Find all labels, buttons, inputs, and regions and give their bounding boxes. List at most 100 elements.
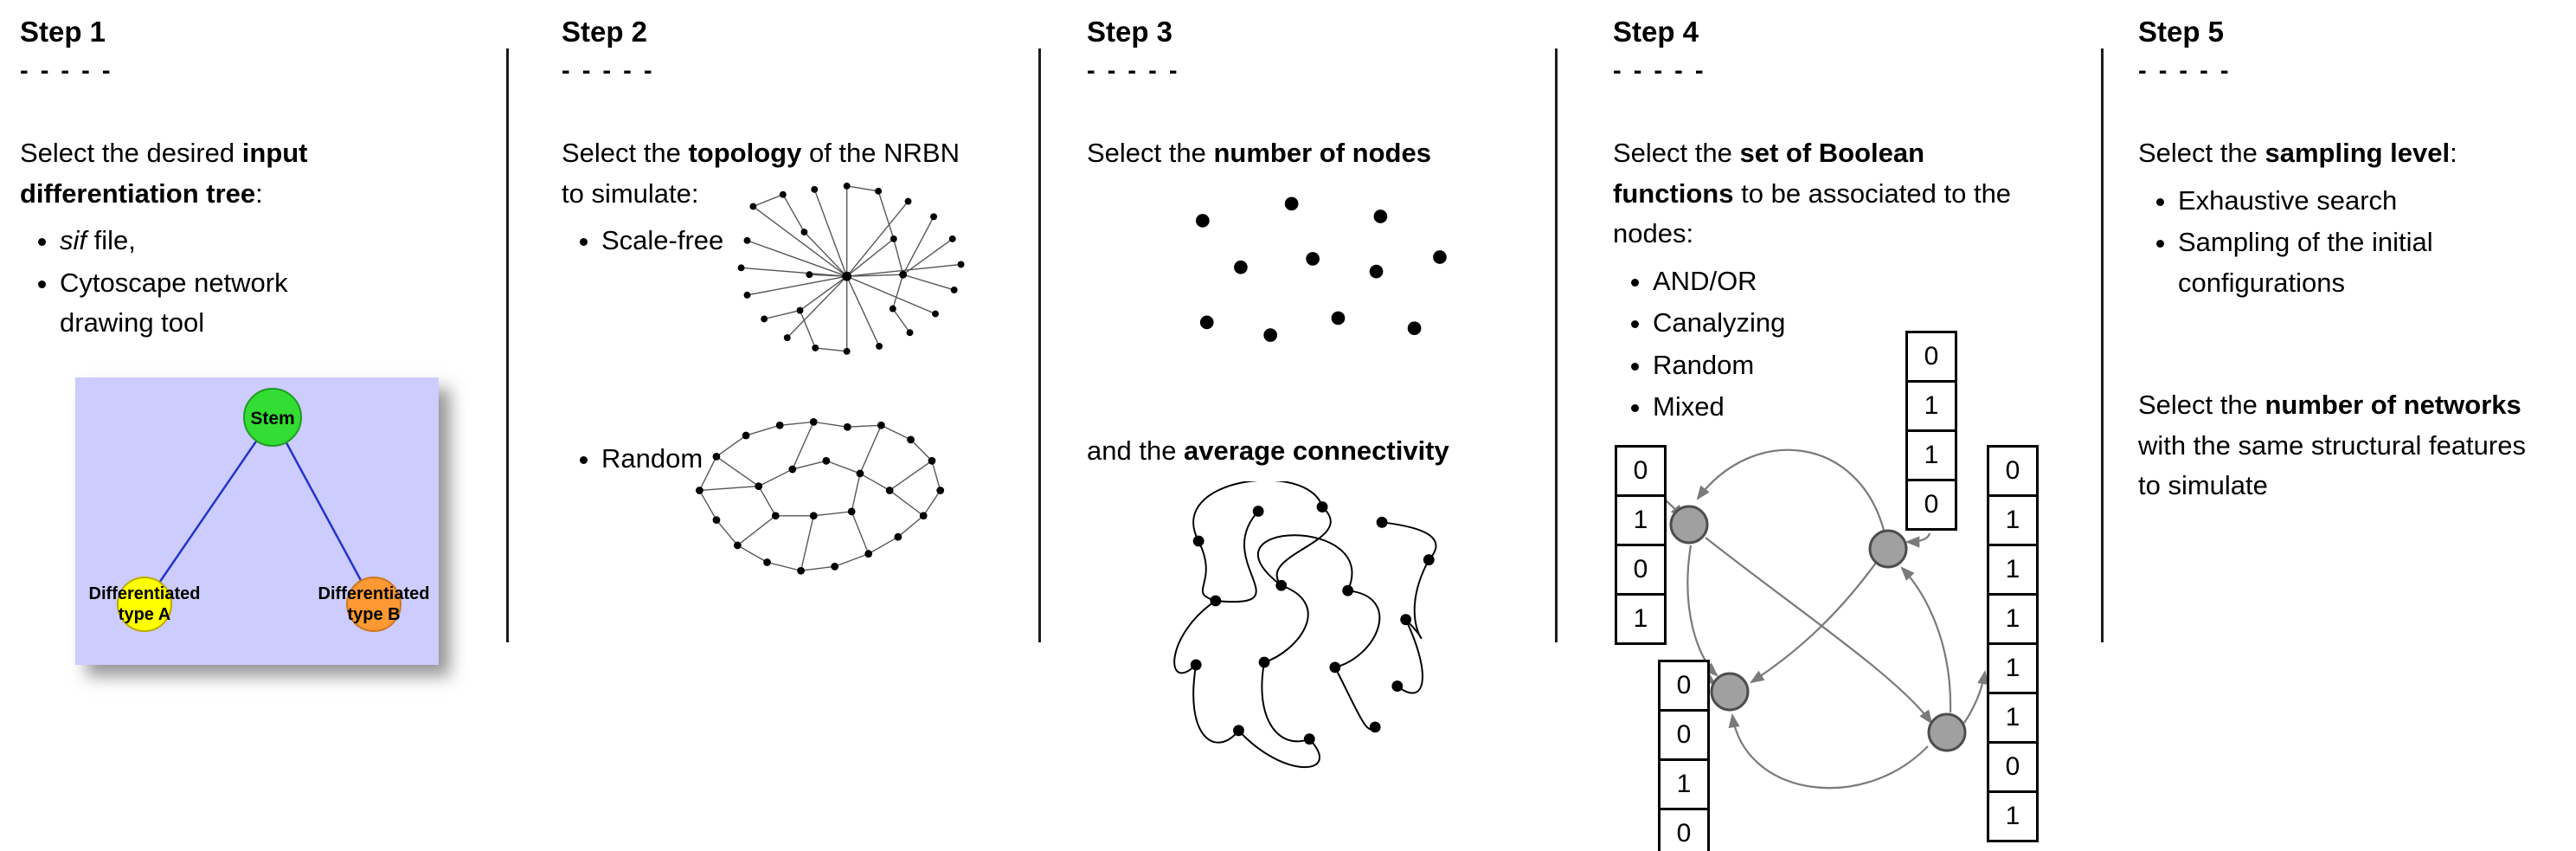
truth-table-cell: 0: [1905, 331, 1957, 383]
type-b-label-line2: type B: [347, 605, 400, 624]
connectivity-network-image: [1173, 481, 1437, 769]
intro-text: and the: [1087, 435, 1185, 466]
step-5-panel: Step 5 - - - - - Select the sampling lev…: [2138, 0, 2566, 851]
bullet-label: Random: [1653, 349, 1755, 380]
truth-table-cell: 1: [1987, 642, 2039, 694]
bullet-sif-file: sif file,: [60, 221, 328, 261]
step-1-intro: Select the desired input differentiation…: [20, 133, 470, 214]
step-2-intro: Select the topology of the NRBN to simul…: [562, 133, 977, 214]
scattered-nodes-image: [1196, 197, 1447, 342]
step-4-panel: Step 4 - - - - - Select the set of Boole…: [1613, 0, 2087, 851]
step-3-intro: Select the number of nodes: [1087, 133, 1550, 174]
intro-text: Select the: [2138, 138, 2265, 168]
intro-bold-text: number of networks: [2264, 390, 2521, 420]
bullet-cytoscape: Cytoscape network drawing tool: [60, 263, 328, 344]
intro-text: :: [2450, 138, 2457, 168]
network-nodes: [696, 417, 945, 575]
step-1-title: Step 1: [20, 16, 106, 48]
type-a-node: [117, 577, 172, 632]
dashed-separator: - - - - -: [20, 57, 113, 85]
gene-node: [1868, 529, 1908, 569]
step-1-panel: Step 1 - - - - - Select the desired inpu…: [20, 0, 491, 851]
stem-label: Stem: [250, 409, 294, 429]
bullet-mixed: Mixed: [1653, 387, 2087, 428]
step-5-networks-text: Select the number of networks with the s…: [2138, 385, 2545, 506]
intro-text: Select the: [1613, 138, 1740, 168]
bullet-label: Random: [601, 442, 703, 474]
network-edges: [698, 421, 941, 571]
intro-bold-text: average connectivity: [1184, 435, 1449, 466]
gene-node: [1669, 505, 1709, 545]
truth-table-cell: 1: [1987, 692, 2039, 744]
scale-free-network-image: [737, 182, 965, 355]
truth-table-cell: 1: [1615, 593, 1667, 645]
truth-table-cell: 0: [1615, 544, 1667, 596]
intro-text: Select the desired: [20, 138, 242, 168]
network-edges: [741, 185, 961, 352]
hub-node: [842, 271, 852, 281]
intro-text: Select the: [1087, 138, 1214, 168]
bullet-random: Random: [601, 439, 1020, 480]
bullet-label: Mixed: [1653, 391, 1725, 422]
truth-table-cell: 1: [1987, 790, 2039, 842]
step-4-title: Step 4: [1613, 16, 1699, 48]
bullet-sampling: Sampling of the initial configurations: [2178, 222, 2510, 303]
column-divider: [1555, 48, 1558, 642]
dashed-separator: - - - - -: [1087, 57, 1180, 85]
truth-table-cell: 1: [1658, 758, 1710, 810]
step-5-title: Step 5: [2138, 16, 2225, 48]
tree-edge-b: [271, 416, 376, 605]
gene-node: [1710, 672, 1750, 712]
type-a-label-line1: Differentiated: [89, 584, 201, 603]
step-2-title: Step 2: [562, 16, 648, 48]
step-3-panel: Step 3 - - - - - Select the number of no…: [1087, 0, 1550, 851]
truth-table-cell: 0: [1987, 445, 2039, 497]
sif-italic: sif: [60, 225, 87, 255]
network-nodes: [737, 182, 965, 355]
bullet-canalyzing: Canalyzing: [1653, 303, 2087, 344]
boolean-network-svg: [1665, 448, 1989, 790]
truth-table-cell: 0: [1658, 709, 1710, 761]
intro-text: of the NRBN to simulate:: [562, 138, 960, 209]
truth-table-left: 0 1 0 1: [1615, 445, 1667, 645]
truth-table-cell: 1: [1905, 380, 1957, 432]
truth-table-right: 0 1 1 1 1 1 0 1: [1987, 445, 2039, 842]
bullet-and-or: AND/OR: [1653, 261, 2087, 302]
dashed-separator: - - - - -: [1613, 57, 1706, 85]
step-3-connectivity-text: and the average connectivity: [1087, 431, 1449, 472]
truth-table-top: 0 1 1 0: [1905, 331, 1957, 531]
dashed-separator: - - - - -: [2138, 57, 2232, 85]
column-divider: [506, 48, 509, 642]
step-5-bullet-list: Exhaustive search Sampling of the initia…: [2138, 181, 2510, 304]
sif-rest: file,: [87, 225, 136, 255]
intro-text: Select the: [2138, 390, 2265, 420]
step-4-intro: Select the set of Boolean functions to b…: [1613, 133, 2020, 255]
step-2-bullet-list: Scale-free Random: [562, 221, 1020, 479]
bullet-random: Random: [1653, 345, 2087, 386]
bullet-label: AND/OR: [1653, 265, 1757, 296]
truth-table-cell: 0: [1987, 741, 2039, 793]
bullet-label: Cytoscape network drawing tool: [60, 267, 288, 338]
bullet-label: Canalyzing: [1653, 307, 1786, 338]
bullet-exhaustive-search: Exhaustive search: [2178, 181, 2510, 222]
node-dots: [1196, 197, 1447, 342]
tree-edge-a: [143, 416, 274, 605]
step-5-intro: Select the sampling level:: [2138, 133, 2566, 174]
step-2-panel: Step 2 - - - - - Select the topology of …: [562, 0, 1020, 851]
intro-bold-text: topology: [688, 138, 802, 168]
intro-text: Select the: [562, 138, 689, 168]
step-1-bullet-list: sif file, Cytoscape network drawing tool: [20, 221, 328, 344]
intro-text: :: [255, 177, 263, 209]
bullet-label: Sampling of the initial configurations: [2178, 227, 2433, 298]
gene-node: [1927, 712, 1967, 752]
truth-table-cell: 1: [1987, 494, 2039, 546]
node-dots: [1190, 501, 1435, 745]
intro-text: with the same structural features to sim…: [2138, 429, 2526, 501]
intro-bold-text: sampling level: [2264, 138, 2451, 168]
differentiation-tree-svg: Stem Differentiated type A Differentiate…: [75, 377, 439, 665]
truth-table-cell: 0: [1658, 808, 1710, 851]
curvy-edges: [1173, 481, 1437, 769]
type-b-node: [346, 577, 401, 632]
dashed-separator: - - - - -: [562, 57, 655, 85]
